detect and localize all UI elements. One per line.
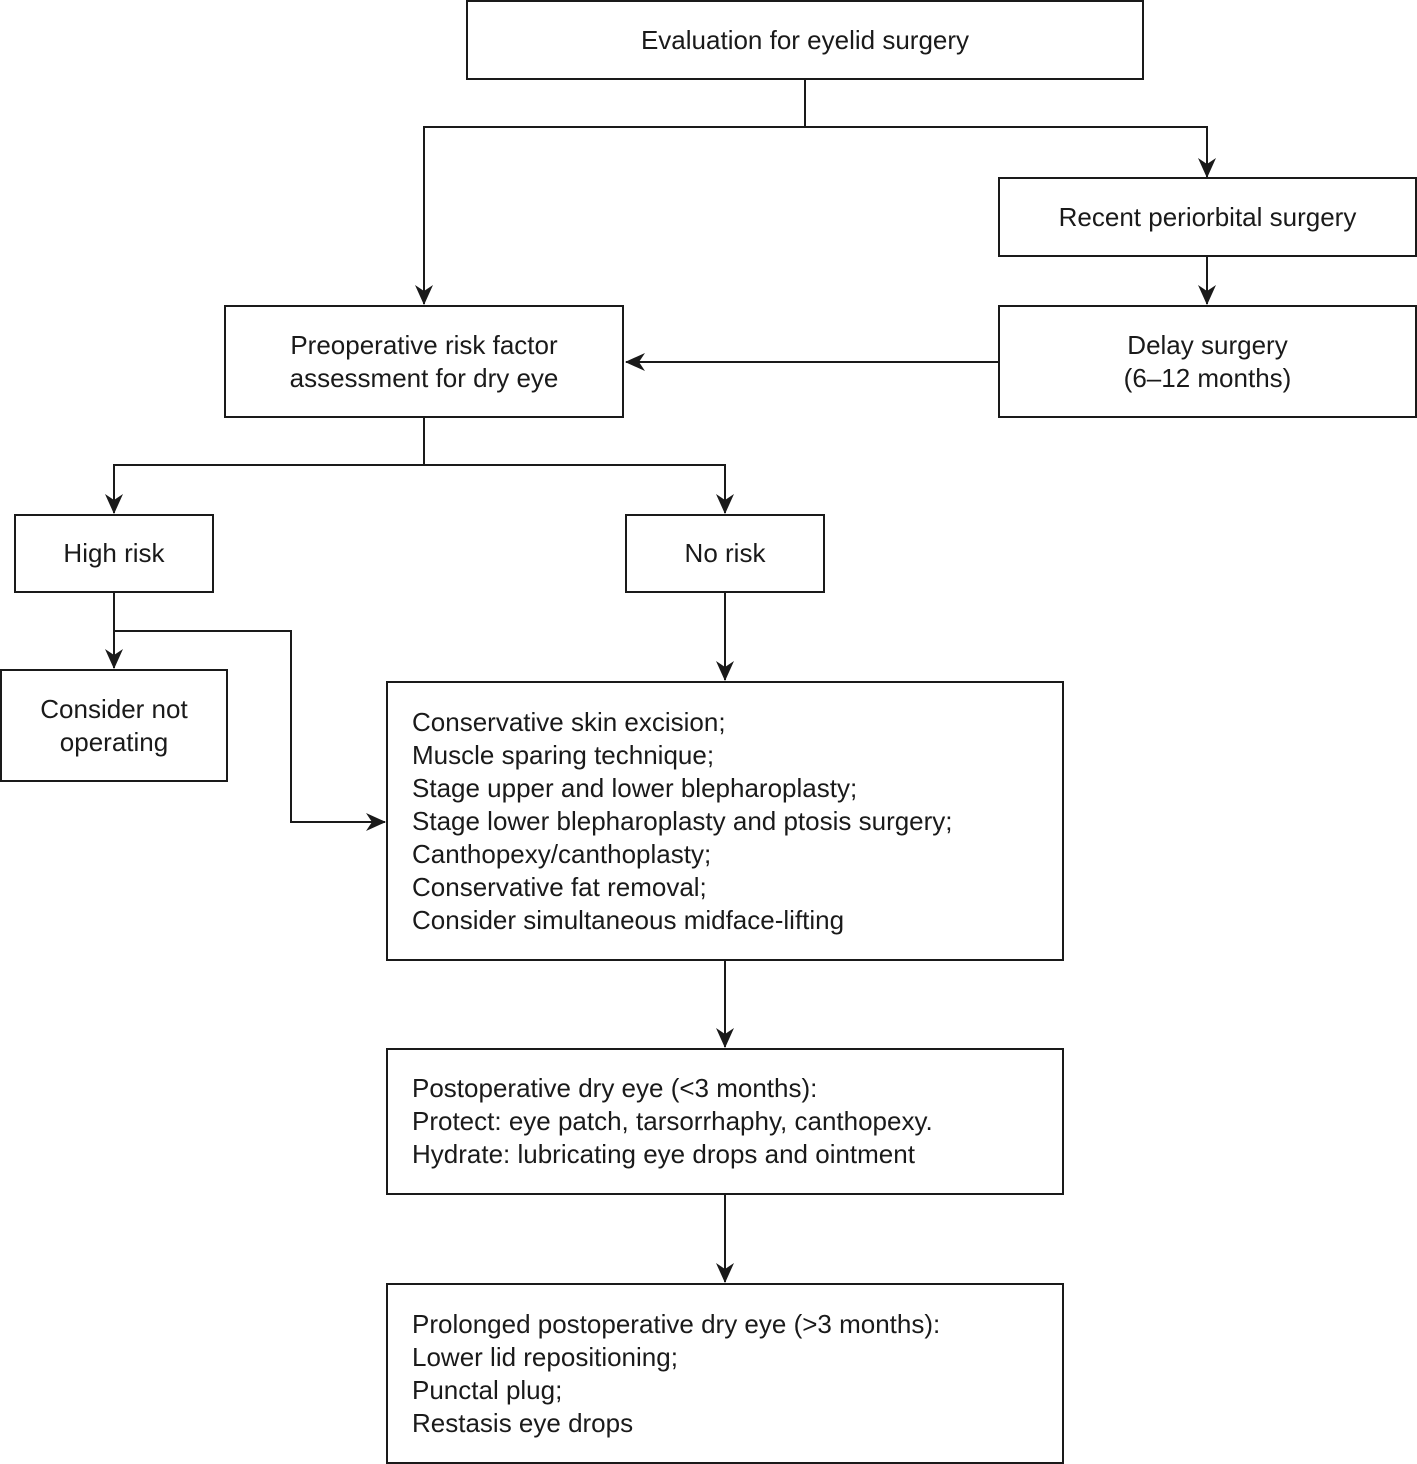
node-text-line: Punctal plug; (412, 1374, 563, 1405)
node-text-line: Delay surgery (1127, 329, 1288, 360)
node-delay-surgery: Delay surgery(6–12 months) (998, 305, 1417, 418)
node-text-line: Preoperative risk factor (290, 329, 558, 360)
node-no-risk: No risk (625, 514, 825, 593)
node-text-line: Consider simultaneous midface-lifting (412, 904, 845, 935)
node-text-line: Recent periorbital surgery (1058, 201, 1357, 232)
node-text-line: No risk (684, 538, 766, 568)
edge-evaluation-to-preop (415, 79, 806, 305)
edge-preop-to-no-risk (424, 464, 734, 514)
node-prolonged-postoperative-dry-eye: Prolonged postoperative dry eye (>3 mont… (386, 1283, 1064, 1464)
node-recent-periorbital-surgery: Recent periorbital surgery (998, 177, 1417, 257)
edge-evaluation-to-recent-surgery (805, 126, 1216, 178)
node-text-line: Stage lower blepharoplasty and ptosis su… (412, 805, 953, 836)
node-postoperative-dry-eye: Postoperative dry eye (<3 months):Protec… (386, 1048, 1064, 1195)
node-text-line: Prolonged postoperative dry eye (>3 mont… (412, 1308, 941, 1339)
node-text-line: High risk (63, 538, 165, 568)
node-surgical-plan: Conservative skin excision;Muscle sparin… (386, 681, 1064, 961)
node-text-line: Protect: eye patch, tarsorrhaphy, cantho… (412, 1106, 933, 1136)
node-text-line: Lower lid repositioning; (412, 1341, 678, 1372)
node-text-line: Conservative fat removal; (412, 871, 707, 902)
node-text-line: Hydrate: lubricating eye drops and ointm… (412, 1139, 915, 1169)
node-text-line: Restasis eye drops (412, 1407, 634, 1438)
node-text-line: assessment for dry eye (289, 362, 559, 393)
node-evaluation: Evaluation for eyelid surgery (466, 0, 1144, 80)
edge-preop-to-high-risk (105, 417, 425, 514)
node-text-line: Canthopexy/canthoplasty; (412, 838, 712, 869)
node-high-risk: High risk (14, 514, 214, 593)
node-text-line: operating (59, 726, 169, 757)
node-text-line: Muscle sparing technique; (412, 739, 715, 770)
edge-high-risk-to-surgical-plan (114, 630, 386, 831)
node-text-line: Consider not (40, 693, 188, 724)
node-text-line: (6–12 months) (1123, 362, 1292, 393)
node-text-line: Postoperative dry eye (<3 months): (412, 1073, 818, 1103)
node-text-line: Stage upper and lower blepharoplasty; (412, 772, 858, 803)
node-text-line: Conservative skin excision; (412, 706, 726, 737)
node-text-line: Evaluation for eyelid surgery (640, 24, 970, 55)
